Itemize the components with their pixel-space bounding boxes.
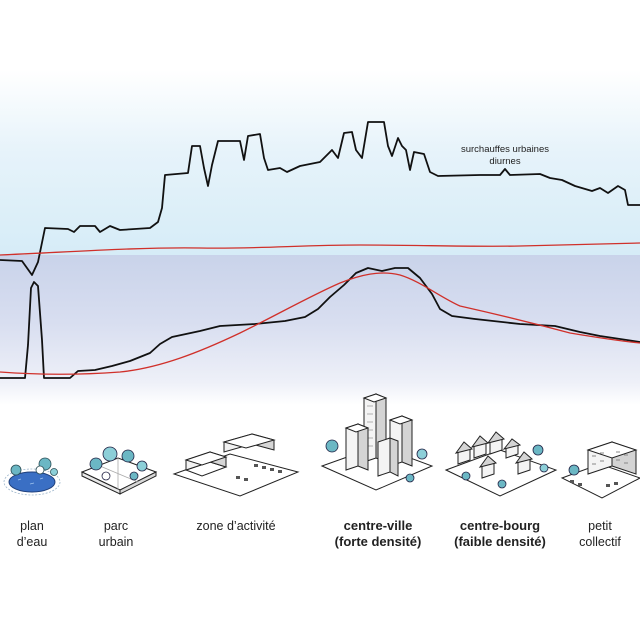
zone-label-town-center: centre-bourg (faible densité) bbox=[454, 518, 546, 549]
small-apartment-icon bbox=[560, 441, 640, 499]
zone-label-small-apartment: petit collectif bbox=[579, 519, 621, 549]
zone-label-business-zone: zone d’activité bbox=[196, 519, 276, 533]
night-background-band bbox=[0, 255, 640, 405]
annotation-line-1: surchauffes urbaines bbox=[460, 144, 550, 155]
zone-label-city-center: centre-ville (forte densité) bbox=[334, 518, 422, 549]
overheating-annotation: surchauffes urbaines diurnes bbox=[440, 144, 570, 168]
annotation-line-2: diurnes bbox=[489, 156, 521, 167]
zone-label-urban-park: parc urbain bbox=[98, 519, 134, 549]
night-temperature-curve bbox=[0, 267, 640, 379]
city-center-icon bbox=[320, 393, 434, 491]
day-air-temperature-curve bbox=[0, 242, 640, 256]
business-zone-icon bbox=[172, 433, 300, 497]
day-temperature-curve bbox=[0, 121, 640, 276]
night-air-temperature-curve bbox=[0, 272, 640, 375]
water-body-icon bbox=[3, 457, 61, 496]
zone-label-water-body: plan d’eau bbox=[16, 519, 48, 549]
urban-park-icon bbox=[80, 446, 158, 495]
town-center-icon bbox=[444, 431, 558, 497]
